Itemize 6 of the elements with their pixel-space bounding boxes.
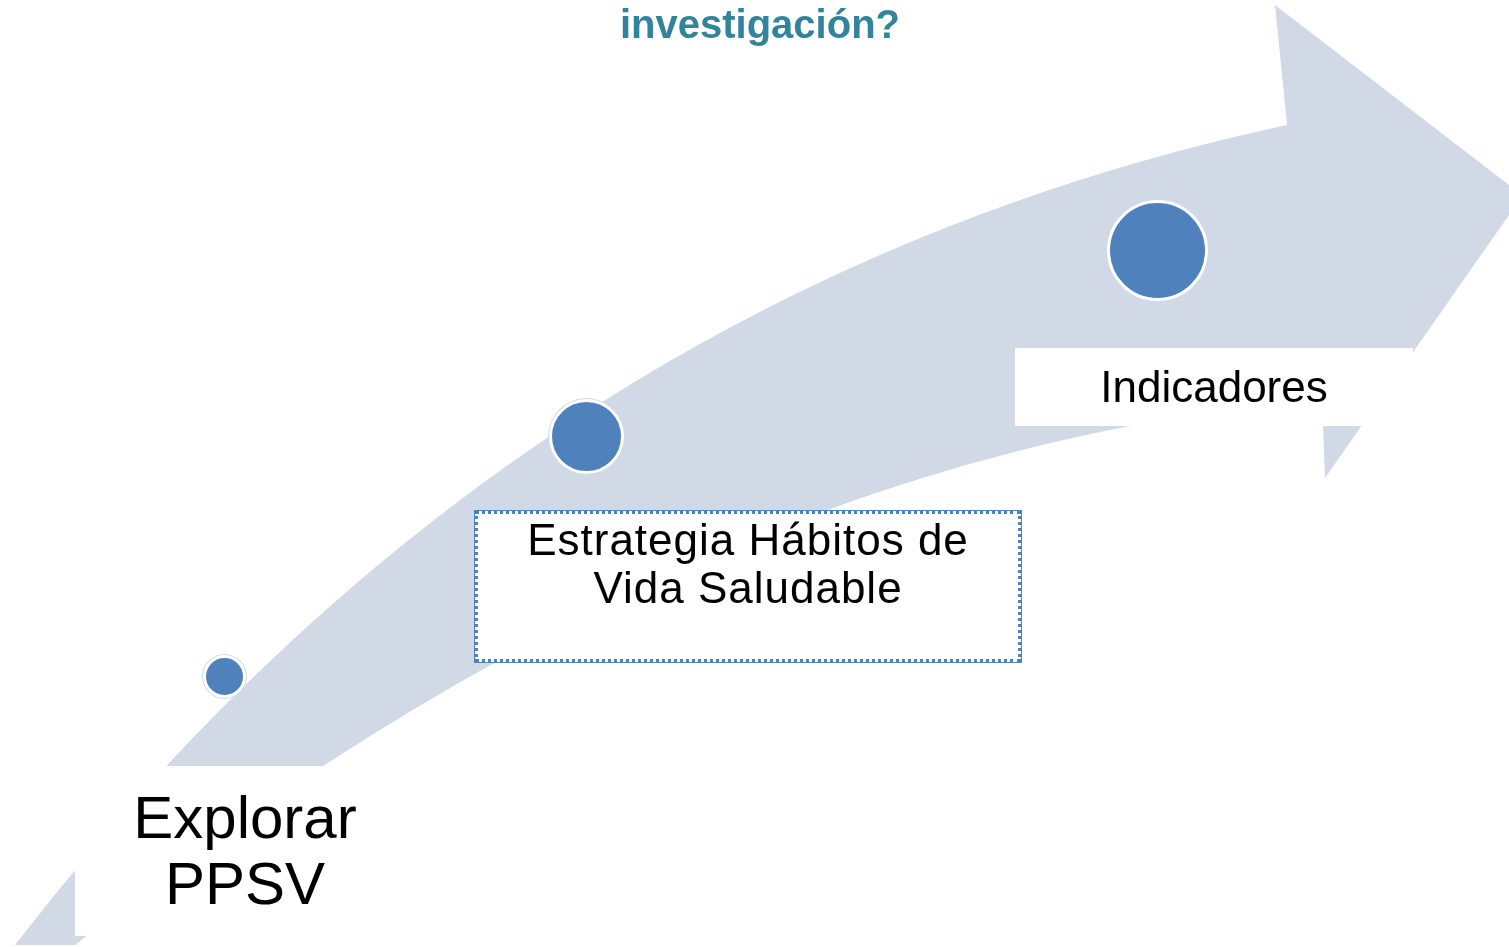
node-label: Explorar PPSV <box>132 785 358 917</box>
title: investigación? <box>618 2 902 47</box>
text-box <box>475 511 1021 662</box>
circle-marker <box>203 655 246 698</box>
node-label: Estrategia Hábitos de Vida Saludable <box>526 516 970 613</box>
node-label: Indicadores <box>1100 362 1328 412</box>
